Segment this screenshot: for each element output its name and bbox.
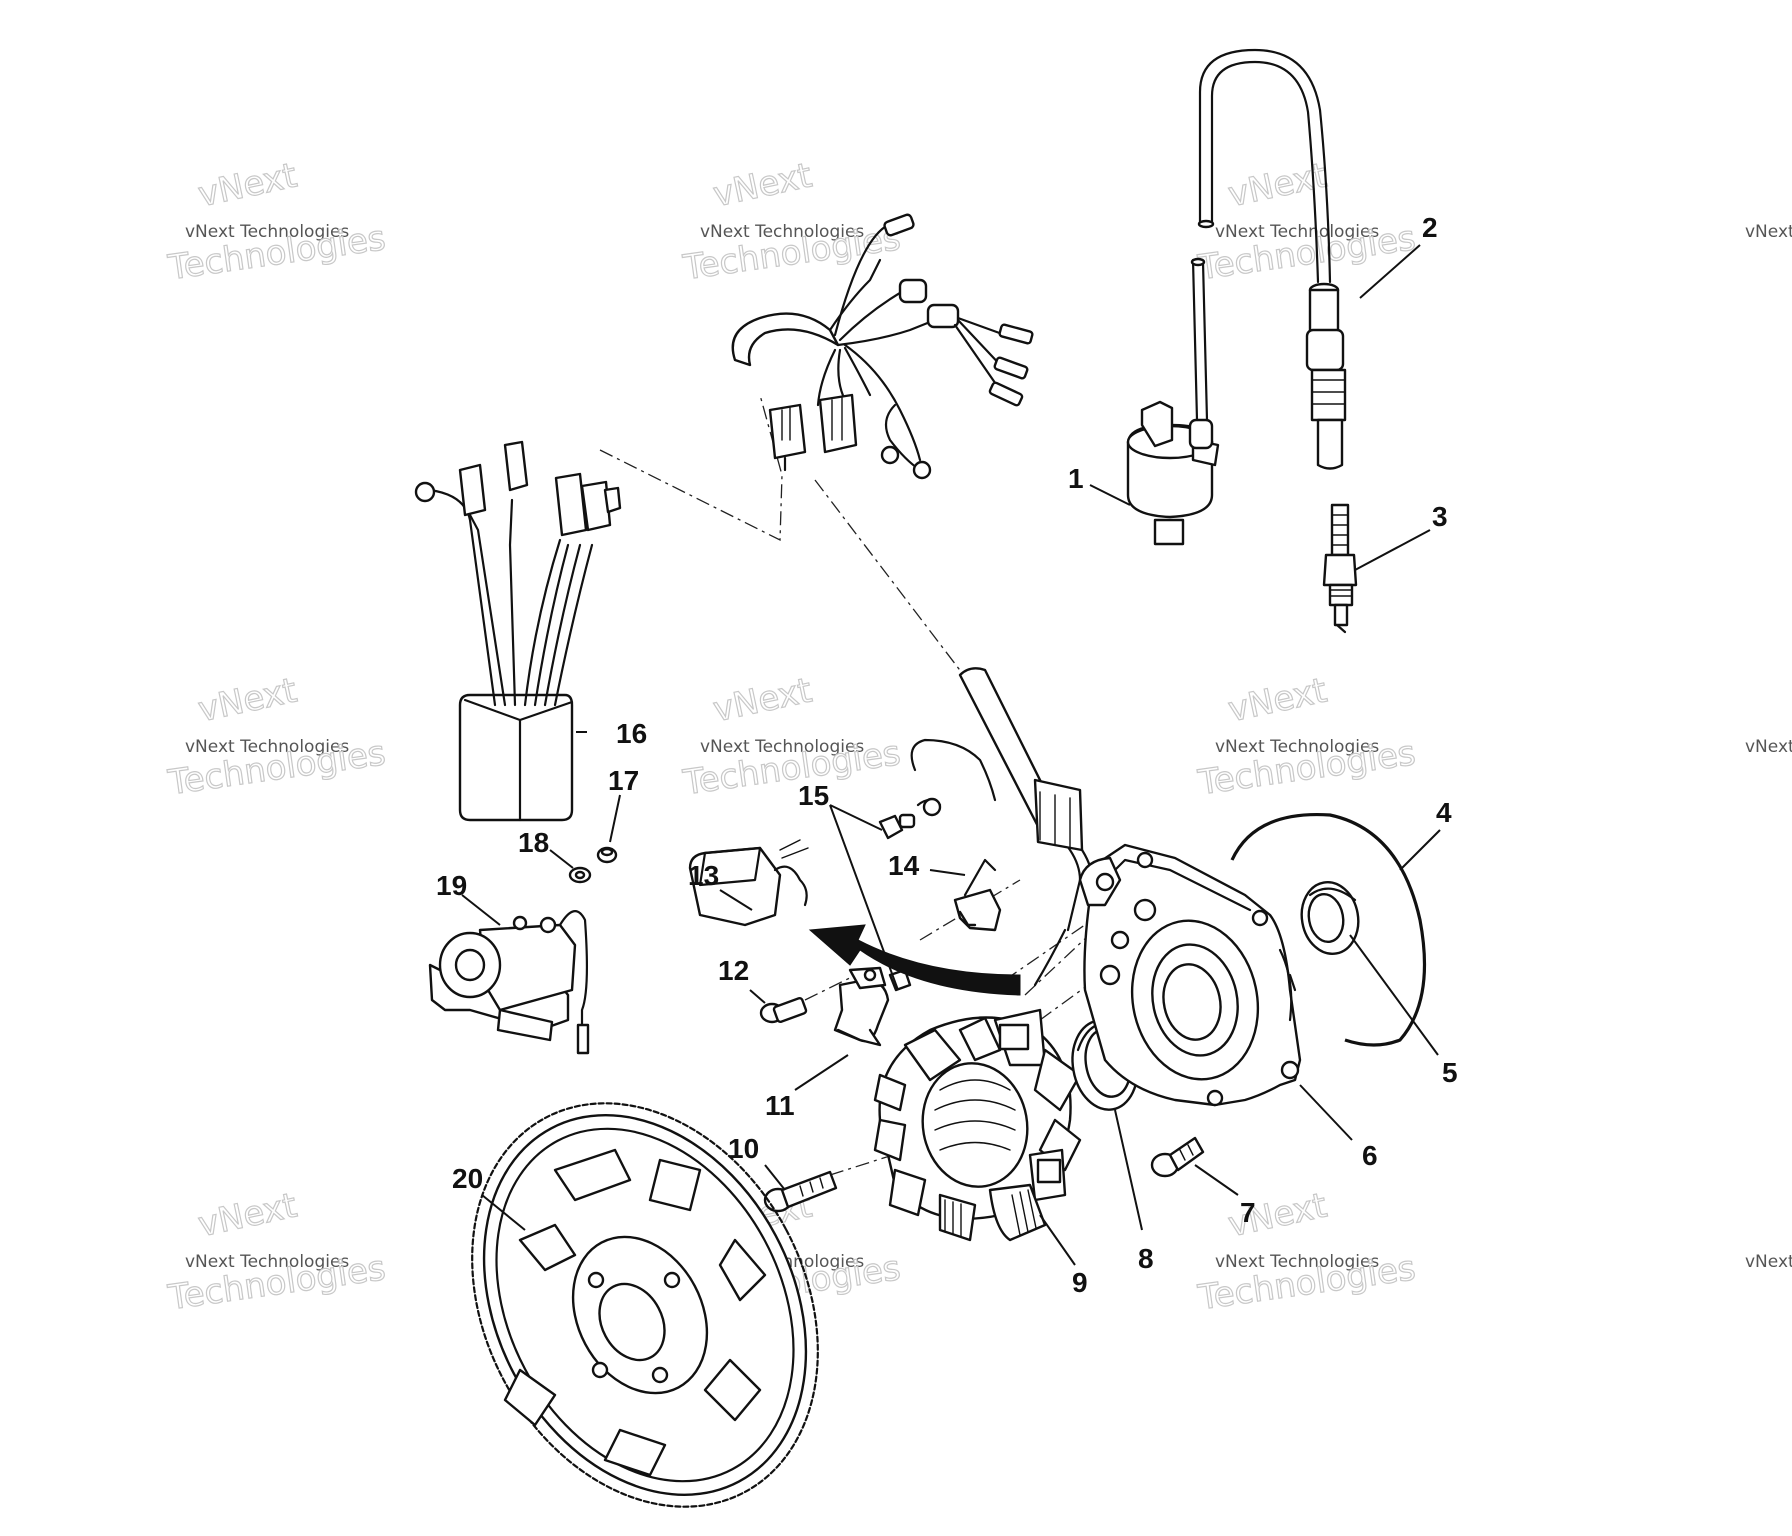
watermark-top: vNext — [195, 670, 300, 730]
watermark: vNext vNext Technologies Technologies — [1195, 1185, 1419, 1319]
watermark: vNext — [1745, 1252, 1792, 1272]
watermark-small: vNext — [1745, 1252, 1792, 1272]
callout-19: 19 — [436, 870, 467, 901]
stator — [873, 1008, 1082, 1242]
callout-6: 6 — [1362, 1140, 1378, 1171]
callout-7: 7 — [1240, 1197, 1256, 1228]
direction-arrow — [808, 924, 1021, 996]
watermark-small: vNext Technologies — [700, 737, 864, 757]
nut-washer — [568, 846, 618, 884]
callout-12: 12 — [718, 955, 749, 986]
callout-18: 18 — [518, 827, 549, 858]
watermark-small: vNext Technologies — [1215, 222, 1379, 242]
callout-3: 3 — [1432, 501, 1448, 532]
cdi-box — [414, 440, 622, 822]
leader-lines — [461, 244, 1441, 1266]
watermark-top: vNext — [1225, 670, 1330, 730]
o-ring — [1230, 812, 1427, 1047]
callout-1: 1 — [1068, 463, 1084, 494]
watermark: vNext vNext Technologies Technologies — [1195, 155, 1419, 289]
callout-5: 5 — [1442, 1057, 1458, 1088]
callout-15: 15 — [798, 780, 829, 811]
watermark: vNext vNext Technologies Technologies — [165, 670, 389, 804]
wiring-harness — [731, 213, 1034, 480]
stator-housing — [1078, 843, 1302, 1107]
watermark-top: vNext — [710, 155, 815, 215]
callout-14: 14 — [888, 850, 920, 881]
watermark: vNext vNext Technologies Technologies — [165, 155, 389, 289]
watermark: vNext — [1745, 222, 1792, 242]
starter-solenoid — [428, 910, 590, 1055]
watermark: vNext vNext Technologies Technologies — [680, 155, 904, 289]
callout-17: 17 — [608, 765, 639, 796]
housing-bolt — [1150, 1136, 1205, 1178]
spark-plug-cap — [1197, 48, 1347, 470]
stator-lead — [958, 667, 1095, 987]
watermark-small: vNext — [1745, 222, 1792, 242]
watermark-small: vNext Technologies — [185, 737, 349, 757]
ignition-coil — [1126, 257, 1220, 546]
wire-clamp — [833, 966, 890, 1047]
watermark-top: vNext — [195, 1185, 300, 1245]
bearing-seal — [1300, 881, 1360, 955]
watermark-top: vNext — [710, 670, 815, 730]
watermark: vNext — [1745, 737, 1792, 757]
flywheel — [471, 1102, 819, 1508]
pickup-bracket — [953, 858, 1002, 932]
watermark: vNext vNext Technologies Technologies — [680, 670, 904, 804]
callout-2: 2 — [1422, 212, 1438, 243]
clamp-screw — [759, 996, 808, 1024]
callout-20: 20 — [452, 1163, 483, 1194]
watermark-small: vNext Technologies — [1215, 1252, 1379, 1272]
watermark: vNext vNext Technologies Technologies — [1195, 670, 1419, 804]
watermark-small: vNext — [1745, 737, 1792, 757]
watermark: vNext vNext Technologies Technologies — [165, 1185, 389, 1319]
callout-16: 16 — [616, 718, 647, 749]
watermark-top: vNext — [195, 155, 300, 215]
watermark-small: vNext Technologies — [185, 1252, 349, 1272]
watermark-small: vNext Technologies — [1215, 737, 1379, 757]
watermark-small: vNext Technologies — [185, 222, 349, 242]
callout-10: 10 — [728, 1133, 759, 1164]
callout-8: 8 — [1138, 1243, 1154, 1274]
watermark-small: vNext Technologies — [700, 222, 864, 242]
mounting-bolt — [878, 738, 997, 992]
callout-13: 13 — [688, 860, 719, 891]
spark-plug — [1322, 503, 1358, 634]
pulser-coil — [688, 839, 809, 927]
callout-4: 4 — [1436, 797, 1452, 828]
callout-9: 9 — [1072, 1267, 1088, 1298]
callout-11: 11 — [765, 1090, 795, 1121]
callout-labels: 1 2 3 4 5 6 7 8 9 10 11 12 13 14 15 16 1… — [436, 212, 1458, 1298]
